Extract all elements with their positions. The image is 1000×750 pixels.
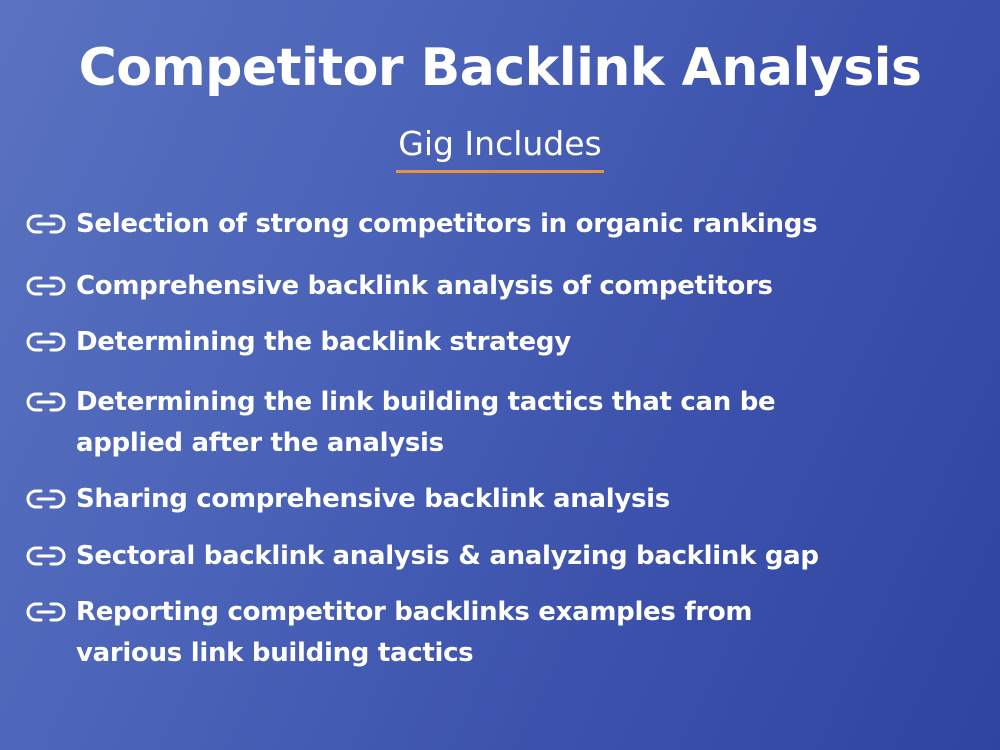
feature-item-line: various link building tactics xyxy=(76,638,474,668)
feature-item-line: Determining the backlink strategy xyxy=(76,327,571,357)
feature-item: Sharing comprehensive backlink analysis xyxy=(26,479,986,520)
link-icon xyxy=(26,276,66,296)
feature-item-text: Reporting competitor backlinks examples … xyxy=(76,592,753,674)
feature-item-text: Selection of strong competitors in organ… xyxy=(76,204,818,245)
feature-item-text: Determining the backlink strategy xyxy=(76,322,571,363)
feature-item: Determining the backlink strategy xyxy=(26,322,986,363)
feature-item-text: Determining the link building tactics th… xyxy=(76,382,776,464)
link-icon xyxy=(26,392,66,412)
banner-title: Competitor Backlink Analysis xyxy=(78,38,922,98)
feature-item-line: Comprehensive backlink analysis of compe… xyxy=(76,271,773,301)
feature-item: Reporting competitor backlinks examples … xyxy=(26,592,986,674)
feature-item: Comprehensive backlink analysis of compe… xyxy=(26,266,986,307)
feature-item: Selection of strong competitors in organ… xyxy=(26,204,986,245)
link-icon xyxy=(26,489,66,509)
feature-item: Determining the link building tactics th… xyxy=(26,382,986,464)
feature-item-line: Sectoral backlink analysis & analyzing b… xyxy=(76,541,819,571)
feature-item-line: Determining the link building tactics th… xyxy=(76,387,776,417)
feature-item-line: Selection of strong competitors in organ… xyxy=(76,209,818,239)
link-icon xyxy=(26,546,66,566)
link-icon xyxy=(26,602,66,622)
link-icon xyxy=(26,214,66,234)
feature-item-line: applied after the analysis xyxy=(76,428,444,458)
feature-item-line: Sharing comprehensive backlink analysis xyxy=(76,484,670,514)
feature-item-text: Sharing comprehensive backlink analysis xyxy=(76,479,670,520)
feature-item-line: Reporting competitor backlinks examples … xyxy=(76,597,753,627)
subtitle-container: Gig Includes xyxy=(0,124,1000,173)
link-icon xyxy=(26,332,66,352)
feature-item-text: Comprehensive backlink analysis of compe… xyxy=(76,266,773,307)
feature-item: Sectoral backlink analysis & analyzing b… xyxy=(26,536,986,577)
banner-subtitle: Gig Includes xyxy=(396,124,604,173)
feature-item-text: Sectoral backlink analysis & analyzing b… xyxy=(76,536,819,577)
